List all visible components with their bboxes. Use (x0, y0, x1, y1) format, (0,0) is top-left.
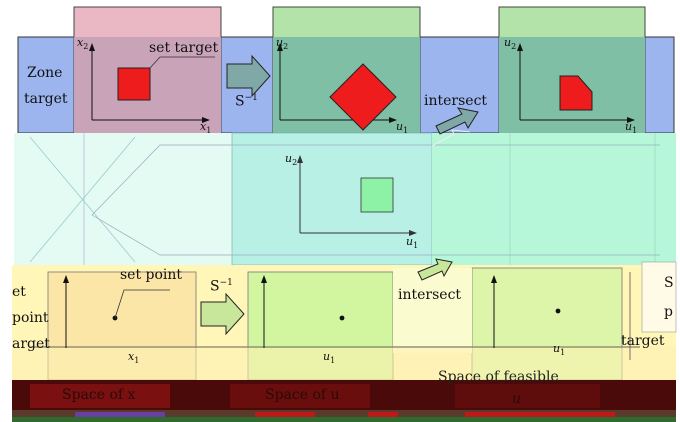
bottom-glitch-red-3 (465, 412, 615, 417)
row2-chevron-bottom (91, 214, 660, 256)
r3p2-y-arrow (261, 275, 267, 283)
r3p2-point-dot (339, 315, 345, 321)
row2-left-pale (14, 133, 232, 265)
r1p2-x-arrow (389, 117, 397, 123)
r3-right-label-line1: S (664, 275, 674, 291)
r1p3-pentagon (559, 75, 593, 111)
bottom-space-feasible-label: Space of feasible (438, 369, 559, 385)
bottom-box-feasible (455, 384, 600, 408)
r3-right-label-line3: target (621, 333, 665, 349)
r3p3-point-dot (555, 308, 561, 314)
r3-set-point-label: set point (120, 267, 183, 283)
r1p2-y-label: u2 (276, 36, 289, 52)
r1p1-x-arrow (202, 117, 210, 123)
r1p2-diamond (329, 63, 397, 131)
bottom-glitch-red-2 (368, 412, 398, 417)
row2-green-square (360, 177, 394, 213)
r1p3-x-arrow (627, 117, 635, 123)
bottom-feasible-suffix: u (512, 391, 522, 407)
bottom-space-x-label: Space of x (62, 387, 136, 403)
r1p2-y-arrow (277, 43, 283, 51)
bottom-glitch-green (12, 417, 676, 422)
bottom-glitch-red-1 (255, 412, 315, 417)
r1p1-y-arrow (89, 43, 95, 51)
row3-intersect-gap (393, 268, 472, 353)
r1-s-inverse-label: S−1 (235, 93, 258, 110)
r3-s-inverse-arrow (200, 292, 245, 336)
r1p3-y-arrow (517, 43, 523, 51)
r1-intersect-arrow-ghost (431, 129, 471, 147)
r1-s-inverse-arrow (226, 54, 271, 98)
r3-intersect-label: intersect (398, 287, 462, 303)
row2-x-line-b (29, 136, 136, 263)
r3p1-leader-line (114, 289, 170, 319)
r3p2-x-label: u1 (323, 350, 336, 366)
r2-x-label: u1 (406, 235, 419, 251)
r3-left-label-line3: arget (12, 336, 50, 352)
row3-lower-strip (12, 346, 676, 380)
r3-right-label-line2: p (664, 304, 673, 320)
r1p1-y-label: x2 (77, 36, 89, 52)
r3p3-y-arrow (491, 275, 497, 283)
r1p1-target-square (117, 67, 151, 101)
r3-left-label-line1: et (12, 284, 26, 300)
r3p3-x-label: u1 (553, 342, 566, 358)
r1p1-x-label: x1 (200, 120, 212, 136)
r3-left-label-line2: point (12, 310, 49, 326)
row2-right-panel (432, 133, 676, 265)
bottom-box-u (230, 384, 370, 408)
row2-x-arrow (409, 230, 417, 236)
r1p1-leader-line (149, 56, 215, 69)
bottom-glitch-purple (75, 412, 165, 417)
r2-y-label: u2 (285, 152, 298, 168)
row3-right-card (641, 261, 677, 333)
r3-s-inverse-label: S−1 (210, 278, 233, 295)
row2-mid-panel (231, 132, 433, 266)
row2-chevron-top (91, 144, 660, 216)
bottom-box-x (30, 384, 170, 408)
r1-intersect-arrow (435, 107, 479, 135)
r3p1-y-arrow (63, 275, 69, 283)
r1-intersect-label: intersect (424, 93, 488, 109)
bottom-space-u-label: Space of u (265, 387, 340, 403)
row2-y-arrow (297, 155, 303, 163)
r1p3-y-label: u2 (504, 36, 517, 52)
r1p2-x-label: u1 (396, 120, 409, 136)
r1-left-label-line1: Zone (27, 65, 63, 81)
r1-set-target-label: set target (149, 40, 219, 56)
r1-left-label-line2: target (24, 91, 68, 107)
r1p3-x-label: u1 (625, 120, 638, 136)
r3-intersect-arrow (417, 258, 453, 281)
r3p1-x-label: x1 (128, 350, 140, 366)
